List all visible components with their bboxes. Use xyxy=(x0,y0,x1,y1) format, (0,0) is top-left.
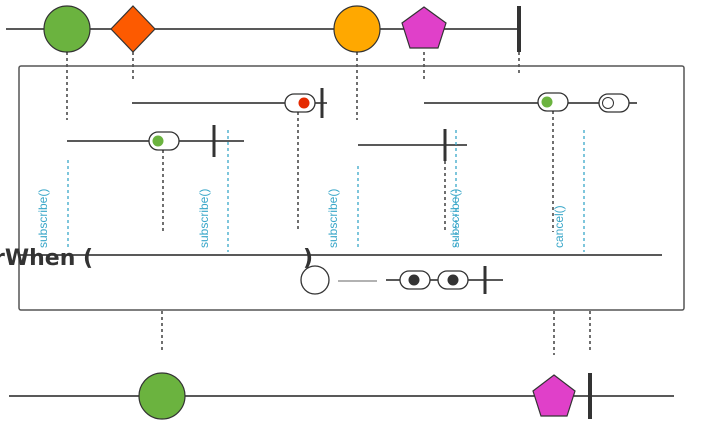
empty-circle-marble xyxy=(300,265,330,295)
amber-circle-marble xyxy=(333,5,381,53)
inner-timeline-green xyxy=(67,125,244,233)
operator-argument xyxy=(300,265,503,295)
source-timeline xyxy=(6,5,521,53)
magenta-pentagon-marble xyxy=(532,374,576,417)
operator-name-close: ) xyxy=(303,246,313,271)
output-connectors xyxy=(161,311,591,355)
output-timeline xyxy=(9,372,674,420)
black-dot xyxy=(408,274,420,286)
magenta-pentagon-marble xyxy=(401,6,447,49)
operator-box xyxy=(18,65,685,311)
operator-name: rWhen ( xyxy=(0,246,93,271)
cancel-label: cancel() xyxy=(552,205,566,248)
subscribe-label: subscribe() xyxy=(36,189,50,248)
green-dot xyxy=(152,135,164,147)
subscribe-label: subscribe() xyxy=(448,189,462,248)
subscribe-label: subscribe() xyxy=(326,189,340,248)
empty-dot xyxy=(602,97,614,109)
inner-timeline-amber xyxy=(358,129,467,233)
green-dot xyxy=(541,96,553,108)
black-dot xyxy=(447,274,459,286)
red-dot xyxy=(298,97,310,109)
subscription-lines xyxy=(67,130,585,252)
inner-timeline-diamond xyxy=(132,88,327,232)
inner-timeline-pentagon xyxy=(424,92,637,232)
green-circle-marble xyxy=(43,5,91,53)
orange-diamond-marble xyxy=(110,5,156,53)
green-circle-marble xyxy=(138,372,186,420)
subscribe-label: subscribe() xyxy=(197,189,211,248)
